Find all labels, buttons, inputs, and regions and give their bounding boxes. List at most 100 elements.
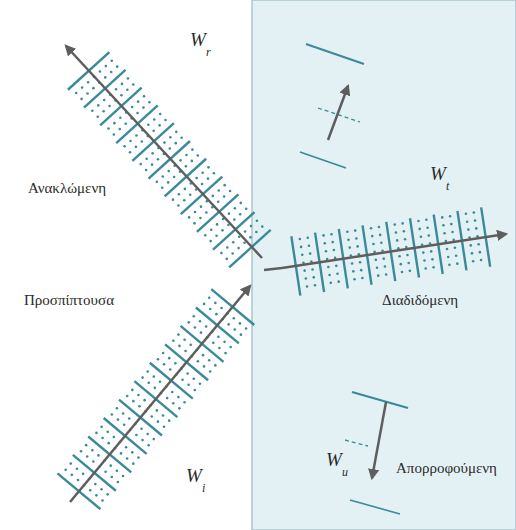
wave-dot — [127, 77, 130, 80]
wave-dot — [212, 342, 215, 345]
wave-dot — [471, 252, 474, 255]
wave-dot — [223, 341, 226, 344]
wave-dot — [137, 100, 140, 103]
wave-dot — [113, 122, 116, 125]
wave-dot — [172, 198, 175, 201]
wave-dot — [178, 193, 181, 196]
wave-dot — [399, 263, 402, 266]
wave-dot — [239, 213, 242, 216]
wave-dot — [151, 163, 154, 166]
wave-dot — [441, 216, 444, 219]
wave-dot — [420, 236, 423, 239]
wave-dot — [214, 364, 217, 367]
wave-dot — [167, 170, 170, 173]
wave-dot — [168, 357, 171, 360]
wave-dot — [103, 99, 106, 102]
wave-dot — [147, 124, 150, 127]
wave-dot — [250, 225, 253, 228]
wave-dot — [240, 333, 243, 336]
wave-dot — [177, 333, 180, 336]
wave-dot — [116, 469, 119, 472]
wave-dot — [473, 211, 476, 214]
wave-dot — [99, 70, 102, 73]
wave-dot — [199, 320, 202, 323]
ray-label: Προσπίπτουσα — [22, 292, 116, 309]
wave-dot — [377, 274, 380, 277]
wave-dot — [143, 399, 146, 402]
wave-dot — [116, 407, 119, 410]
wave-dot — [162, 352, 165, 355]
wave-dot — [120, 452, 123, 455]
wave-dot — [152, 438, 155, 441]
wave-dot — [87, 81, 90, 84]
wave-dot — [209, 370, 212, 373]
wave-dot — [124, 122, 127, 125]
wave-dot — [105, 65, 108, 68]
wave-dot — [401, 222, 404, 225]
wave-dot — [346, 230, 349, 233]
wave-dot — [107, 127, 110, 130]
wave-dot — [139, 163, 142, 166]
wave-dot — [181, 378, 184, 381]
wave-dot — [167, 181, 170, 184]
wave-dot — [169, 136, 172, 139]
wave-dot — [217, 201, 220, 204]
wave-dot — [104, 471, 107, 474]
wave-dot — [118, 128, 121, 131]
wave-dot — [205, 211, 208, 214]
wave-dot — [136, 112, 139, 115]
wave-dot — [322, 234, 325, 237]
wave-dot — [172, 339, 175, 342]
wave-dot — [196, 154, 199, 157]
wave-dot — [135, 146, 138, 149]
wave-dot — [299, 238, 302, 241]
wave-dot — [424, 267, 427, 270]
wave-dot — [119, 116, 122, 119]
wave-dot — [150, 415, 153, 418]
wave-dot — [80, 98, 83, 101]
wave-dot — [337, 280, 340, 283]
wave-dot — [120, 94, 123, 97]
wave-dot — [396, 239, 399, 242]
wave-dot — [185, 165, 188, 168]
wave-dot — [442, 224, 445, 227]
wave-dot — [423, 259, 426, 262]
wave-dot — [180, 136, 183, 139]
wave-dot — [217, 335, 220, 338]
wave-dot — [372, 243, 375, 246]
wave-dot — [210, 228, 213, 231]
wave-dot — [132, 400, 135, 403]
wave-dot — [191, 148, 194, 151]
wave-dot — [145, 169, 148, 172]
wave-dot — [352, 270, 355, 273]
wave-dot — [311, 268, 314, 271]
wave-dot — [101, 437, 104, 440]
wave-dot — [111, 413, 114, 416]
wave-dot — [455, 254, 458, 257]
wave-dot — [303, 269, 306, 272]
wave-dot — [382, 257, 385, 260]
wave-dot — [188, 216, 191, 219]
wave-dot — [300, 246, 303, 249]
wave-dot — [70, 462, 73, 465]
wave-dot — [261, 225, 264, 228]
wave-dot — [157, 420, 160, 423]
wave-dot — [97, 454, 100, 457]
wave-dot — [404, 238, 407, 241]
ray-label: Διαδιδόμενη — [380, 292, 460, 309]
wave-dot — [163, 425, 166, 428]
wave-dot — [125, 446, 128, 449]
wave-dot — [174, 142, 177, 145]
medium-region — [252, 0, 516, 530]
wave-dot — [234, 207, 237, 210]
wave-dot — [152, 129, 155, 132]
wave-dot — [223, 195, 226, 198]
wave-dot — [409, 270, 412, 273]
wave-dot — [213, 172, 216, 175]
wave-dot — [108, 105, 111, 108]
wave-dot — [75, 92, 78, 95]
wave-dot — [184, 188, 187, 191]
wave-dot — [86, 92, 89, 95]
wave-dot — [375, 259, 378, 262]
wave-dot — [305, 277, 308, 280]
